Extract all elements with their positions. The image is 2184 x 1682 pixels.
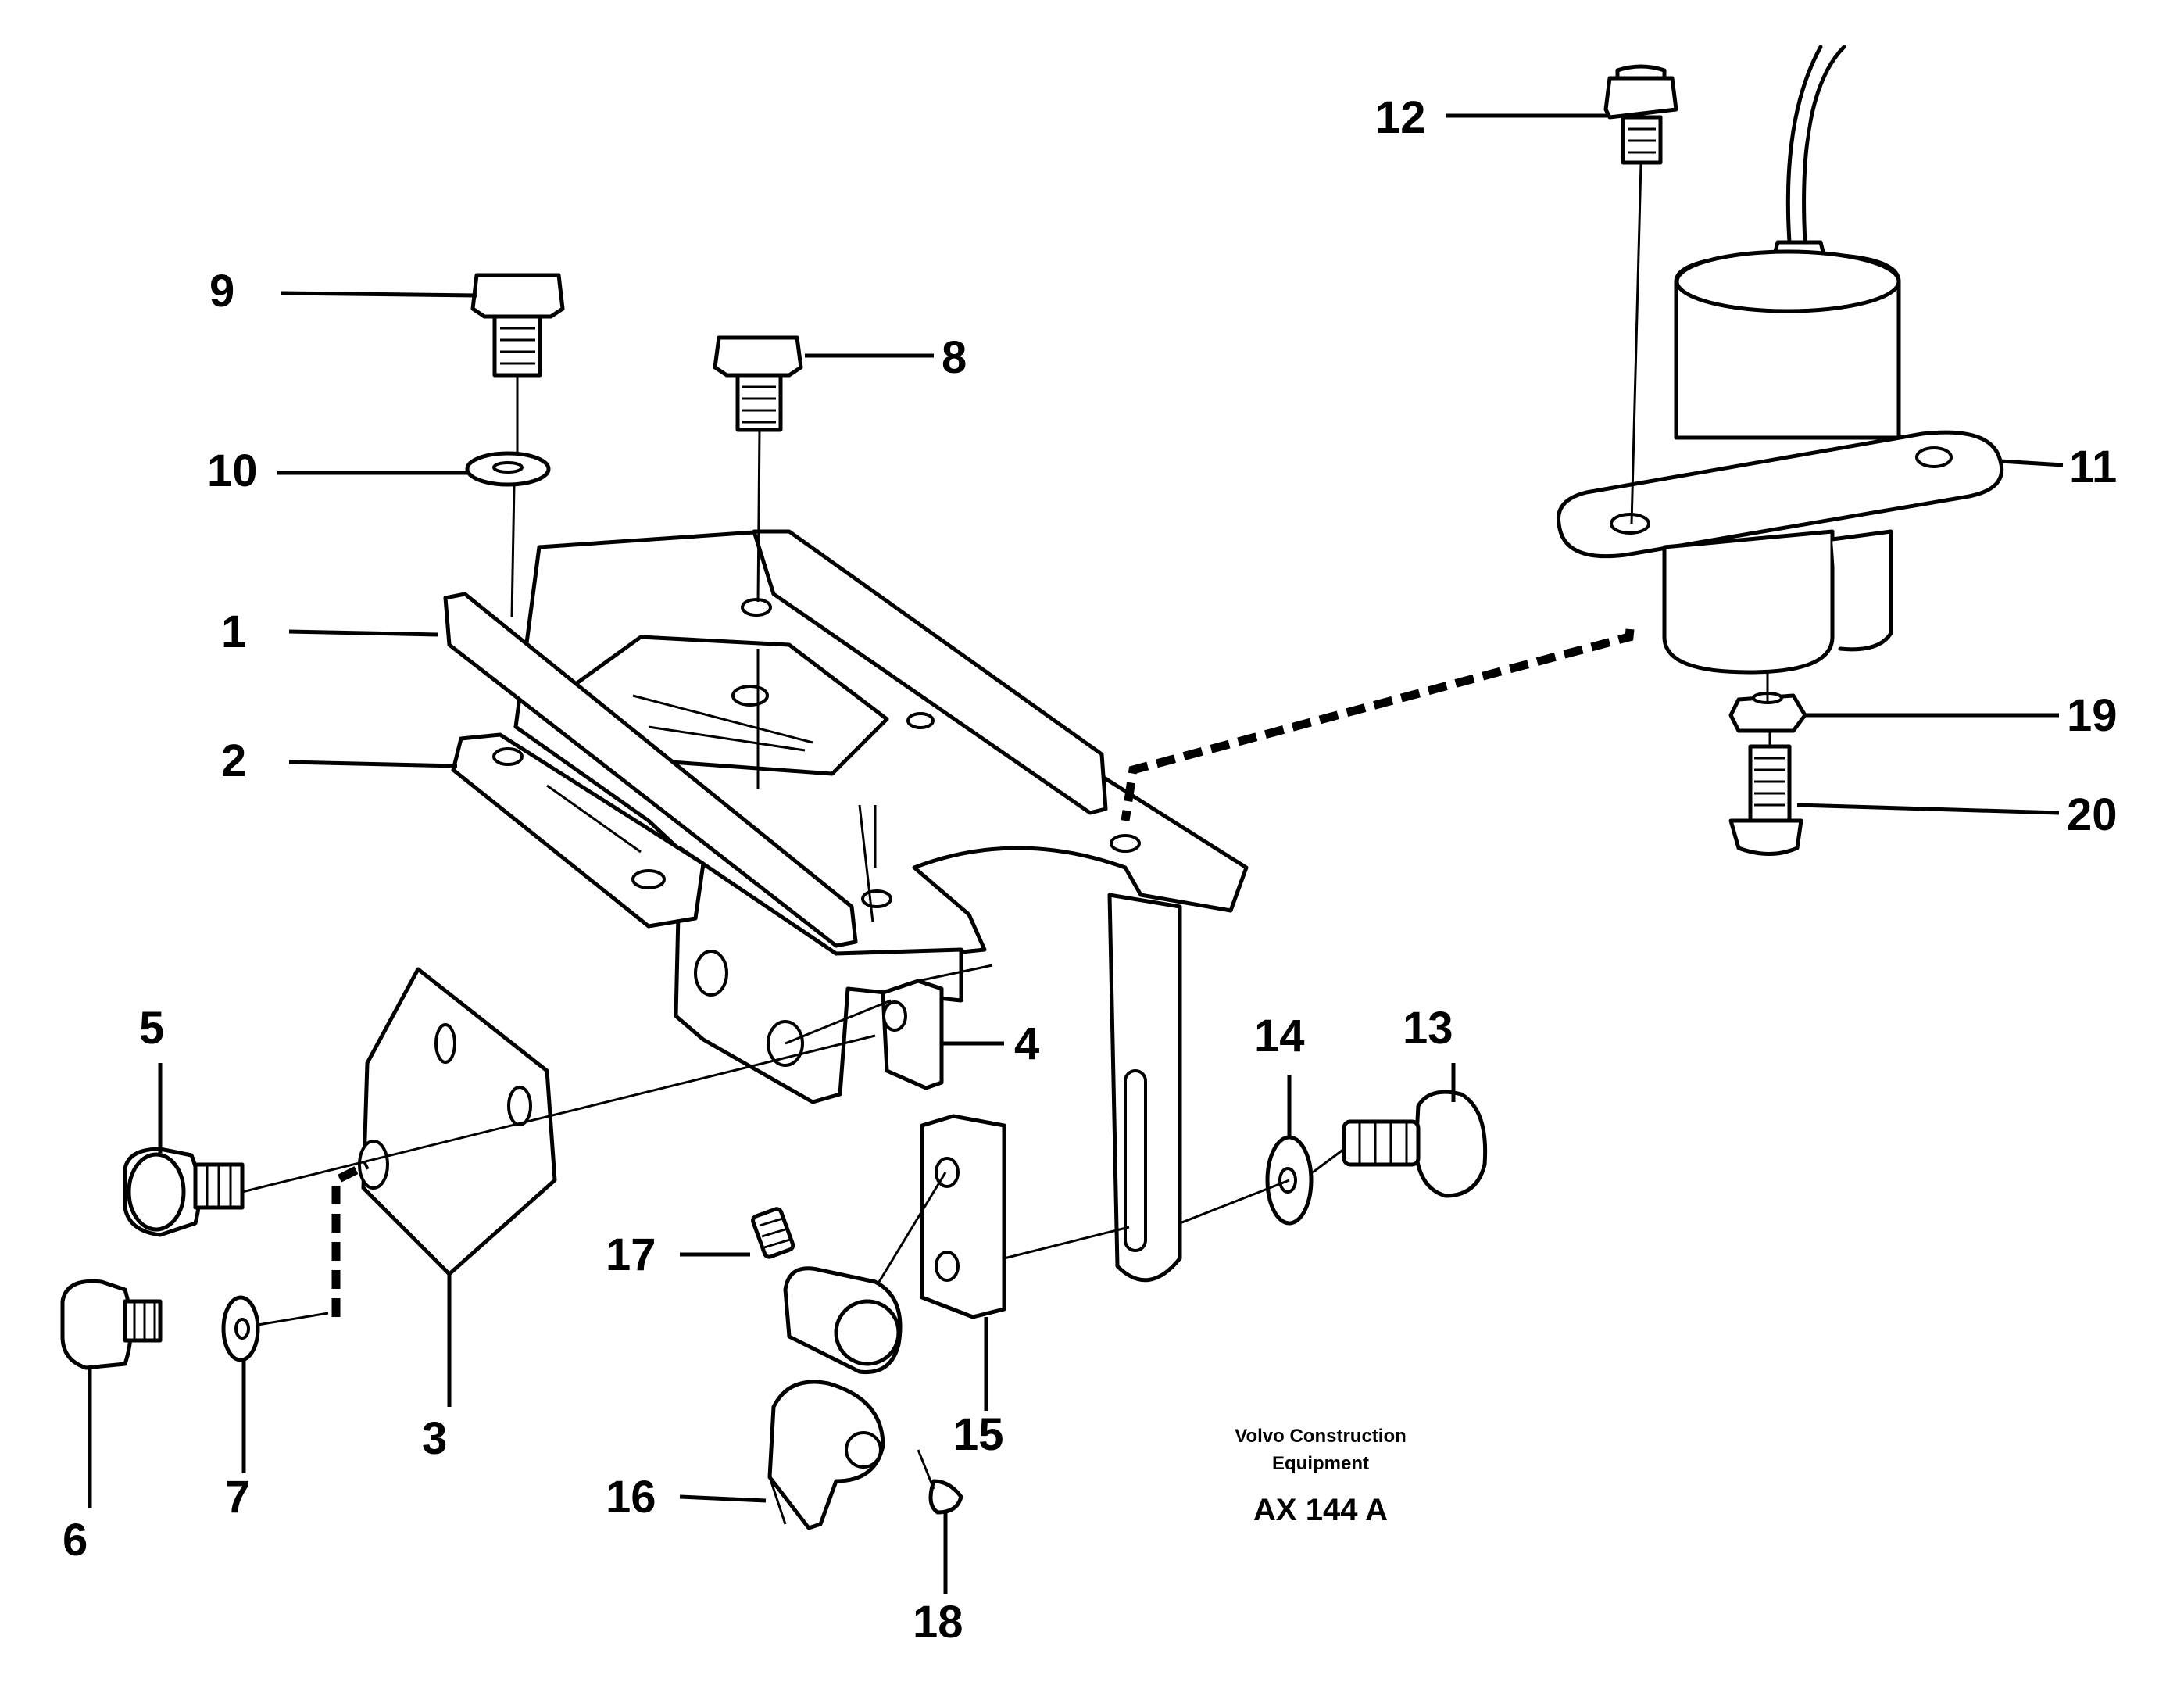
callout-10: 10	[207, 446, 258, 496]
bolt-13	[1342, 1090, 1488, 1198]
callout-labels: 9 10 8 1 2 11 12 19 20 4 5 6 7 3 13 14 1…	[63, 92, 2118, 1648]
main-bracket	[443, 529, 1249, 1283]
callout-16: 16	[606, 1472, 656, 1523]
bolt-8	[713, 335, 803, 432]
clamp-block-4	[881, 979, 944, 1090]
washer-10	[465, 451, 551, 487]
callout-18: 18	[913, 1597, 963, 1648]
leader-lines	[88, 113, 2064, 1594]
screw-20	[1728, 744, 1803, 856]
pin-18	[928, 1479, 963, 1515]
cap-screw-6	[60, 1279, 163, 1370]
assembly-axes	[241, 163, 1771, 1490]
figure-code: AX 144 A	[1253, 1493, 1388, 1527]
callout-14: 14	[1254, 1011, 1305, 1061]
clamp-block-15	[920, 1114, 1006, 1319]
callout-3: 3	[422, 1413, 447, 1464]
bolt-12	[1603, 64, 1678, 165]
callout-8: 8	[942, 332, 967, 383]
diagram-caption: Volvo Construction Equipment AX 144 A	[1235, 1426, 1407, 1527]
caption-company-line2: Equipment	[1272, 1453, 1369, 1474]
spacer-plate	[451, 732, 706, 929]
callout-6: 6	[63, 1515, 88, 1566]
mounting-plate	[358, 967, 557, 1276]
set-screw-17	[751, 1207, 795, 1259]
bolt-9	[470, 273, 565, 378]
plate-alignment-dash	[331, 1161, 370, 1317]
caption-company: Volvo Construction	[1235, 1426, 1407, 1447]
callout-20: 20	[2067, 789, 2118, 840]
callout-4: 4	[1014, 1018, 1039, 1069]
callout-15: 15	[953, 1409, 1004, 1460]
callout-2: 2	[221, 735, 246, 786]
callout-1: 1	[221, 607, 246, 657]
callout-9: 9	[209, 266, 234, 317]
callout-5: 5	[139, 1003, 164, 1054]
flange-bolt-5	[123, 1147, 245, 1237]
callout-17: 17	[606, 1229, 656, 1280]
solenoid-alignment-dash	[1121, 628, 1635, 821]
solenoid	[1556, 45, 2003, 675]
callout-19: 19	[2067, 690, 2118, 741]
callout-11: 11	[2069, 442, 2117, 492]
lever	[767, 1266, 903, 1530]
callout-12: 12	[1375, 92, 1426, 143]
callout-7: 7	[225, 1472, 250, 1523]
callout-13: 13	[1403, 1003, 1453, 1054]
washer-7	[221, 1295, 260, 1362]
